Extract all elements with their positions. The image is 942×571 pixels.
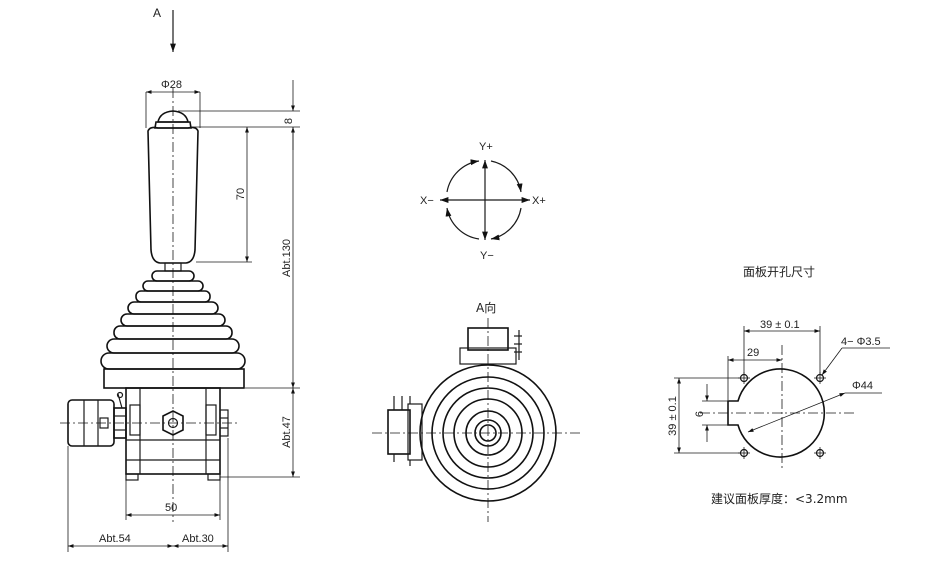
dim-70-label: 70 (235, 188, 247, 200)
dimension-abt130: Abt.130 (281, 127, 295, 388)
view-arrow-label: A (153, 6, 161, 20)
view-arrow-a: A (153, 6, 176, 52)
dimension-39-vertical: 39 ± 0.1 (667, 377, 740, 454)
dim-abt54-label: Abt.54 (99, 533, 131, 545)
dimension-6: 6 (694, 384, 728, 442)
dim-8-label: 8 (283, 118, 295, 124)
dimension-phi28: Φ28 (145, 79, 201, 128)
dim-holes-label: 4− Φ3.5 (841, 336, 881, 348)
dim-29-label: 29 (747, 347, 759, 359)
axis-diagram: Y+ Y− X+ X− (420, 141, 546, 262)
dimension-29: 29 (727, 347, 782, 400)
a-view: A向 (372, 300, 580, 522)
dimension-abt54-abt30: Abt.54 Abt.30 (67, 438, 229, 552)
dim-6-label: 6 (694, 411, 706, 417)
panel-cutout-title: 面板开孔尺寸 (743, 265, 815, 279)
dim-50-label: 50 (165, 502, 177, 514)
dim-39-vertical-label: 39 ± 0.1 (667, 396, 679, 436)
dim-abt30-label: Abt.30 (182, 533, 214, 545)
joystick-body (125, 387, 229, 481)
a-view-title: A向 (476, 300, 496, 315)
joystick-handle (147, 110, 199, 272)
axis-x-plus-label: X+ (532, 195, 546, 207)
panel-cutout: 面板开孔尺寸 39 ± 0.1 29 (667, 265, 890, 506)
dimension-50: 50 (125, 476, 221, 520)
dimension-phi44: Φ44 (747, 380, 882, 433)
dim-phi28-label: Φ28 (161, 79, 182, 91)
axis-x-minus-label: X− (420, 195, 434, 207)
dimension-70: 70 (235, 127, 249, 262)
panel-thickness-note: 建议面板厚度：<3.2mm (711, 491, 848, 506)
dim-abt47-label: Abt.47 (281, 416, 293, 448)
side-view: A (60, 6, 300, 552)
side-connector (67, 391, 127, 447)
dimension-abt47: Abt.47 (281, 388, 295, 477)
dimension-holes: 4− Φ3.5 (821, 336, 890, 376)
dimension-39-horizontal: 39 ± 0.1 (743, 319, 821, 374)
axis-y-plus-label: Y+ (479, 141, 493, 153)
dim-abt130-label: Abt.130 (281, 239, 293, 277)
dim-phi44-label: Φ44 (852, 380, 873, 392)
dim-39-horizontal-label: 39 ± 0.1 (760, 319, 800, 331)
axis-y-minus-label: Y− (480, 250, 494, 262)
